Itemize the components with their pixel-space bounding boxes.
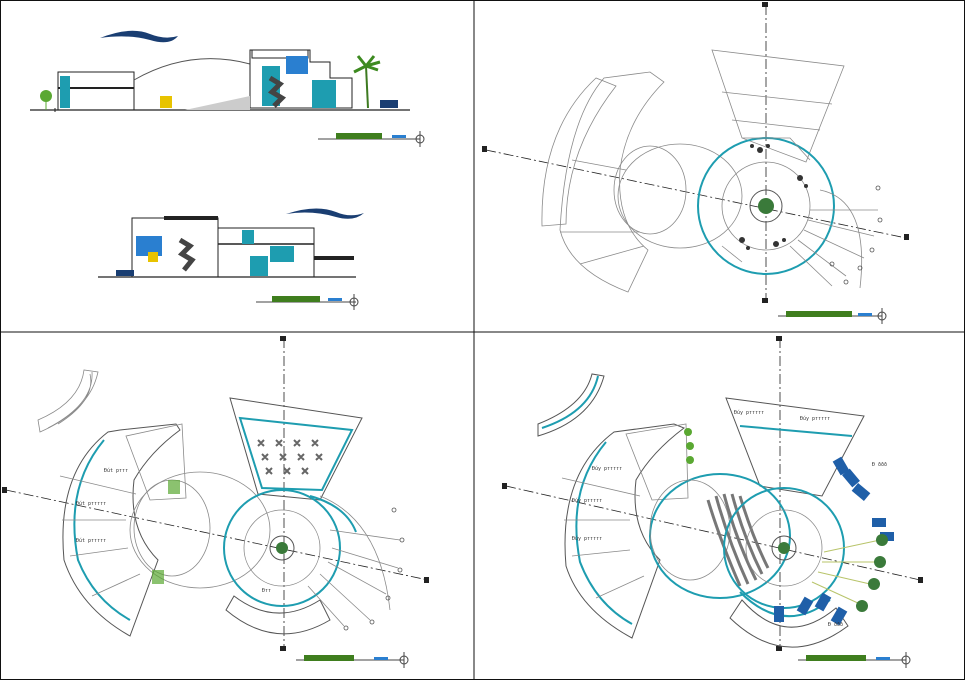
room-label: Đúу рттттт (572, 535, 602, 542)
panel-elevations (30, 30, 425, 310)
auditorium-seating (706, 493, 770, 587)
axis-marker (424, 577, 429, 583)
room-label: Đ ððð (828, 622, 843, 628)
room-labels: Đúу рттттт Đúу рттттт Đúу рттттт Đúу ртт… (572, 409, 887, 628)
furniture-clusters (739, 144, 808, 250)
parking-cars (774, 456, 894, 626)
scale-bar (798, 652, 911, 668)
car-icon (796, 596, 814, 616)
palm-tree-icon (353, 55, 381, 109)
car-icon (814, 592, 832, 612)
scale-bar (256, 294, 359, 310)
garden-paths (811, 539, 881, 605)
seating-grid (257, 439, 323, 475)
axis-marker (776, 646, 782, 651)
front-elevation (30, 30, 425, 147)
car-icon (851, 483, 871, 501)
figure-icon (148, 252, 158, 262)
scale-bar (778, 308, 887, 324)
cloud-icon (100, 30, 178, 43)
car-icon (774, 606, 784, 622)
axis-marker (2, 487, 7, 493)
tree-icon (778, 542, 790, 554)
axis-marker (502, 483, 507, 489)
room-label: Đ ððð (872, 462, 887, 468)
planter-icon (168, 480, 180, 494)
panel-upper-floor: Đúу рттттт Đúу рттттт Đúу рттттт Đúу ртт… (502, 336, 923, 668)
axis-marker (482, 146, 487, 152)
tree-icon (40, 90, 52, 102)
room-labels: Đút рттт Đút рттттт Đút рттттт Đтт (76, 467, 271, 594)
car-icon (872, 518, 886, 527)
room-label: Đúу рттттт (734, 409, 764, 416)
car-icon (830, 606, 848, 626)
cloud-icon (286, 208, 364, 219)
car-icon (842, 468, 860, 488)
room-label: Đúу рттттт (592, 465, 622, 472)
car-icon (832, 456, 850, 476)
planter-icon (152, 570, 164, 584)
axis-marker (904, 234, 909, 240)
room-label: Đтт (262, 588, 271, 594)
room-label: Đúу рттттт (800, 415, 830, 422)
axis-marker (762, 2, 768, 7)
axis-marker (762, 298, 768, 303)
room-label: Đút рттттт (76, 500, 106, 507)
room-label: Đúу рттттт (572, 497, 602, 504)
room-label: Đút рттттт (76, 537, 106, 544)
axis-marker (918, 577, 923, 583)
axis-marker (280, 646, 286, 651)
room-label: Đút рттт (104, 467, 128, 474)
tree-icon (276, 542, 288, 554)
car-icon (380, 100, 398, 108)
panel-site-plan (482, 2, 909, 324)
panel-ground-floor: Đút рттт Đút рттттт Đút рттттт Đтт (2, 336, 429, 668)
axis-marker (280, 336, 286, 341)
bollards (829, 185, 883, 285)
side-elevation (98, 208, 364, 310)
garden-trees (856, 534, 888, 612)
figure-icon (160, 96, 172, 108)
car-icon (880, 532, 894, 541)
tree-icon (758, 198, 774, 214)
car-icon (116, 270, 134, 276)
bollards (343, 507, 405, 631)
scale-bar (318, 131, 425, 147)
axis-marker (776, 336, 782, 341)
trees-column (684, 428, 694, 464)
scale-bar (296, 652, 409, 668)
